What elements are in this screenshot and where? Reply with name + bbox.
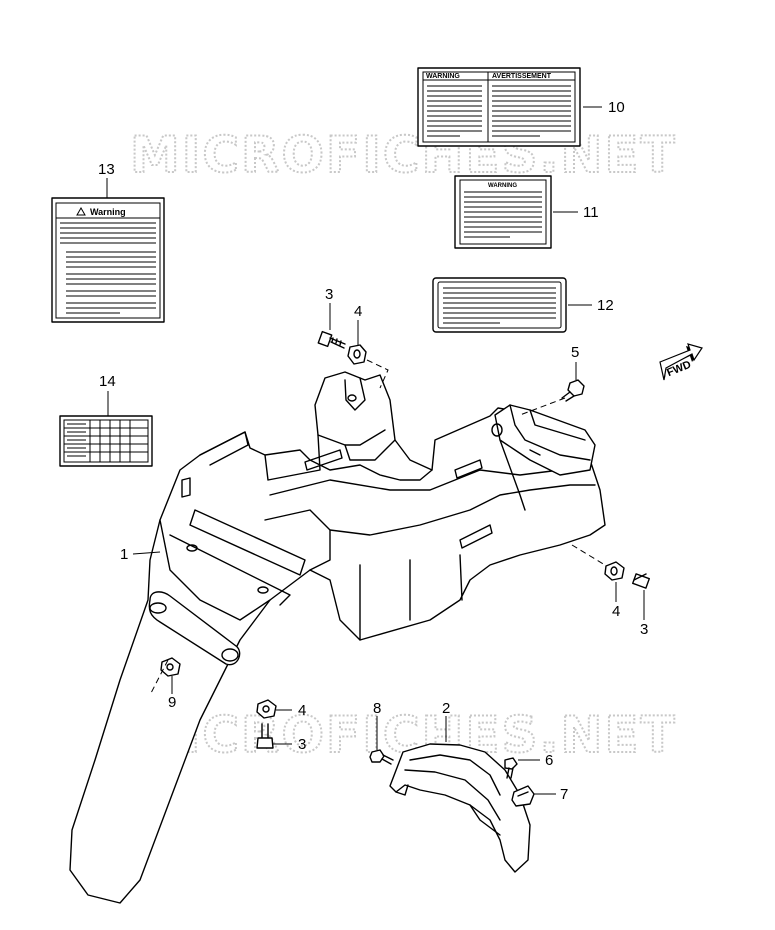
bolt-5: [561, 379, 585, 402]
callout-11: 11: [583, 204, 599, 221]
screw-8: [369, 749, 394, 765]
leader-lines: [106, 106, 645, 795]
nut-4-lower: [256, 699, 277, 719]
callout-6: 6: [545, 752, 553, 769]
callout-5: 5: [571, 344, 579, 361]
watermark-top: MICROFICHES.NET: [130, 126, 677, 184]
label13-warning-text: Warning: [90, 207, 126, 217]
nut-4-top: [347, 344, 367, 365]
bolt-3-top: [317, 330, 346, 349]
callout-9: 9: [168, 694, 176, 711]
callout-8: 8: [373, 700, 381, 717]
nut-9: [160, 657, 181, 677]
nut-4-right: [604, 561, 625, 581]
warning-label-10: WARNING AVERTISSEMENT: [417, 67, 581, 147]
callout-2: 2: [442, 700, 450, 717]
label11-warning-text: WARNING: [488, 183, 517, 189]
screw-6: [504, 757, 518, 779]
callout-4-right: 4: [612, 603, 620, 620]
callout-1: 1: [120, 546, 128, 563]
clip-7: [511, 785, 535, 807]
install-line-5: [519, 397, 566, 416]
callout-4-top: 4: [354, 303, 362, 320]
callout-3-lower: 3: [298, 736, 306, 753]
label10-avertissement-text: AVERTISSEMENT: [492, 73, 552, 80]
install-line-top: [366, 359, 389, 389]
label10-warning-text: WARNING: [426, 73, 460, 80]
inner-mudguard-part-2: [389, 743, 531, 873]
bolt-3-lower: [256, 723, 274, 749]
warning-label-11: WARNING: [454, 175, 552, 249]
callout-14: 14: [99, 373, 116, 390]
callout-12: 12: [597, 297, 614, 314]
callouts: 10 11 12 13 14 3 4 5 1 4 3 9 4 3 8 2 6 7: [98, 99, 648, 803]
callout-10: 10: [608, 99, 625, 116]
label-12: [432, 277, 567, 333]
rear-fender-part-1: [69, 371, 606, 904]
bolt-3-right: [632, 573, 650, 589]
callout-3-right: 3: [640, 621, 648, 638]
install-line-9: [149, 659, 169, 696]
warning-label-13: Warning: [51, 197, 165, 323]
label-14-table: [59, 415, 153, 467]
callout-13: 13: [98, 161, 115, 178]
fwd-arrow-icon: FWD: [659, 343, 703, 381]
callout-3-top: 3: [325, 286, 333, 303]
install-line-right: [571, 544, 606, 566]
callout-4-lower: 4: [298, 702, 306, 719]
callout-7: 7: [560, 786, 568, 803]
